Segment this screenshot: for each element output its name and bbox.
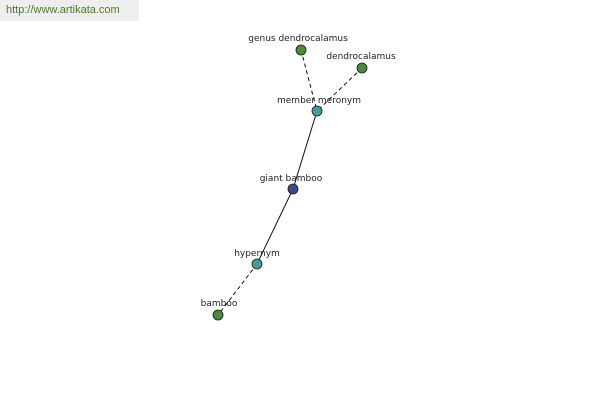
edge-dendrocalamus-to-member-meronym	[316, 67, 363, 112]
edge-hypernym-to-bamboo	[217, 263, 258, 316]
node-label-giant-bamboo: giant bamboo	[260, 174, 323, 184]
node-label-bamboo: bamboo	[201, 299, 238, 309]
node-member-meronym[interactable]	[311, 105, 323, 117]
node-label-genus-dendrocalamus: genus dendrocalamus	[248, 34, 348, 44]
node-hypernym[interactable]	[251, 258, 263, 270]
node-giant-bamboo[interactable]	[287, 183, 299, 195]
node-genus-dendrocalamus[interactable]	[295, 44, 307, 56]
node-bamboo[interactable]	[212, 309, 224, 321]
edge-giant-bamboo-to-hypernym	[256, 188, 294, 265]
watermark-link[interactable]: http://www.artikata.com	[0, 0, 139, 21]
edge-member-meronym-to-giant-bamboo	[292, 110, 318, 190]
node-label-dendrocalamus: dendrocalamus	[326, 52, 396, 62]
edge-genus-dendrocalamus-to-member-meronym	[300, 49, 318, 112]
node-label-hypernym: hypernym	[234, 249, 280, 259]
node-label-member-meronym: member meronym	[277, 96, 361, 106]
node-dendrocalamus[interactable]	[356, 62, 368, 74]
